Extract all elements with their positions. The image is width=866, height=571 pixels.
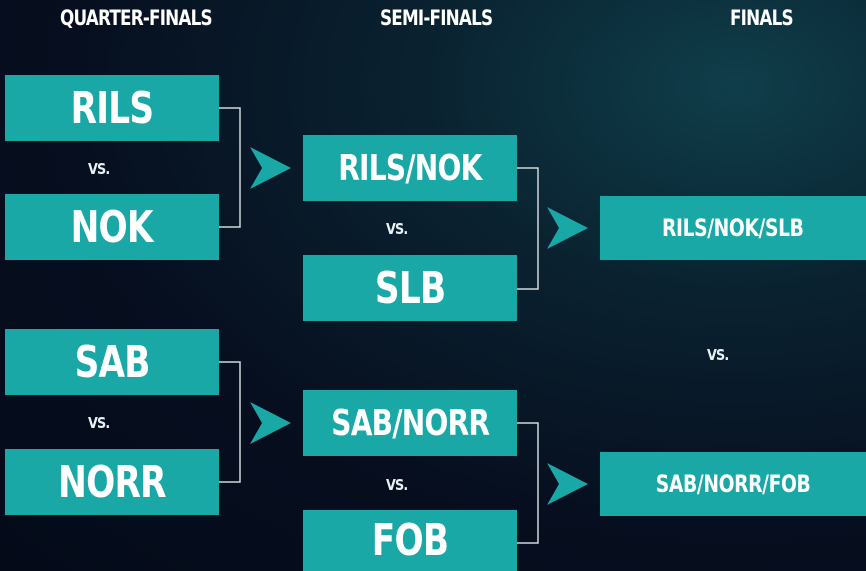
qf2-team-a-label: SAB <box>74 336 150 388</box>
sf2-connector <box>517 422 539 544</box>
final-team-b[interactable]: SAB/NORR/FOB <box>600 452 866 516</box>
final-team-a-label: RILS/NOK/SLB <box>662 214 804 242</box>
finals-header: FINALS <box>730 6 794 30</box>
final-team-a[interactable]: RILS/NOK/SLB <box>600 196 866 260</box>
qf1-team-b[interactable]: NOK <box>5 194 219 260</box>
final-team-b-label: SAB/NORR/FOB <box>655 470 811 498</box>
sf2-arrow-icon <box>547 463 588 505</box>
qf1-team-b-label: NOK <box>70 201 154 253</box>
qf2-vs-label: VS. <box>88 414 110 432</box>
sf1-team-b[interactable]: SLB <box>303 255 517 321</box>
qf2-team-b-label: NORR <box>58 456 166 508</box>
sf1-arrow-icon <box>547 207 588 249</box>
qf2-team-a[interactable]: SAB <box>5 329 219 395</box>
semi-finals-header: SEMI-FINALS <box>380 6 493 30</box>
qf2-connector <box>219 361 241 483</box>
sf2-team-b[interactable]: FOB <box>303 510 517 571</box>
sf1-connector <box>517 167 539 290</box>
qf1-connector <box>219 107 241 228</box>
sf2-team-b-label: FOB <box>371 515 449 566</box>
sf1-team-b-label: SLB <box>374 262 446 314</box>
sf1-team-a-label: RILS/NOK <box>338 147 482 189</box>
qf1-team-a[interactable]: RILS <box>5 75 219 141</box>
sf2-vs-label: VS. <box>386 476 408 494</box>
sf1-team-a[interactable]: RILS/NOK <box>303 135 517 201</box>
quarter-finals-header: QUARTER-FINALS <box>60 6 213 30</box>
sf2-team-a-label: SAB/NORR <box>331 402 490 444</box>
qf1-vs-label: VS. <box>88 160 110 178</box>
qf1-team-a-label: RILS <box>70 82 154 134</box>
qf1-arrow-icon <box>250 147 291 189</box>
sf2-team-a[interactable]: SAB/NORR <box>303 390 517 456</box>
final-vs-label: VS. <box>707 346 729 364</box>
sf1-vs-label: VS. <box>386 220 408 238</box>
qf2-team-b[interactable]: NORR <box>5 449 219 515</box>
qf2-arrow-icon <box>250 402 291 444</box>
